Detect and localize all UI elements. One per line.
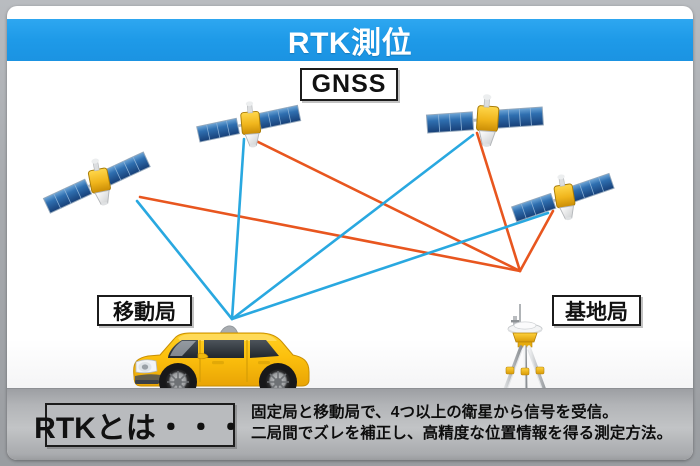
tripod-antenna-icon [485, 304, 565, 401]
page-title: RTK測位 [287, 27, 413, 60]
rtk-term-text: RTKとは・・・ [34, 412, 246, 445]
rtk-description: 固定局と移動局で、4つ以上の衛星から信号を受信。 二局間でズレを補正し、高精度な… [251, 402, 681, 444]
satellite-icon-top-right [423, 85, 547, 157]
satellite-icon-top-left [191, 91, 306, 159]
diagram-stage: GNSS [7, 61, 693, 401]
satellite-icon-left [35, 142, 159, 223]
rover-signal-lines [135, 133, 550, 321]
label-base-text: 基地局 [565, 300, 628, 324]
label-rover: 移動局 [97, 295, 192, 326]
label-base: 基地局 [552, 295, 641, 326]
label-gnss: GNSS [300, 68, 398, 101]
signal-lines [135, 131, 555, 321]
content-panel: RTK測位 [7, 6, 693, 460]
rtk-description-line-2: 二局間でズレを補正し、高精度な位置情報を得る測定方法。 [251, 425, 673, 442]
label-gnss-text: GNSS [311, 70, 387, 98]
rtk-term-label: RTKとは・・・ [34, 403, 246, 447]
label-rover-text: 移動局 [113, 300, 176, 324]
satellite-icon-right [504, 160, 622, 235]
rtk-description-line-1: 固定局と移動局で、4つ以上の衛星から信号を受信。 [251, 404, 618, 421]
footer-bar: RTKとは・・・ 固定局と移動局で、4つ以上の衛星から信号を受信。 二局間でズレ… [7, 388, 693, 460]
title-bar: RTK測位 [7, 19, 693, 61]
